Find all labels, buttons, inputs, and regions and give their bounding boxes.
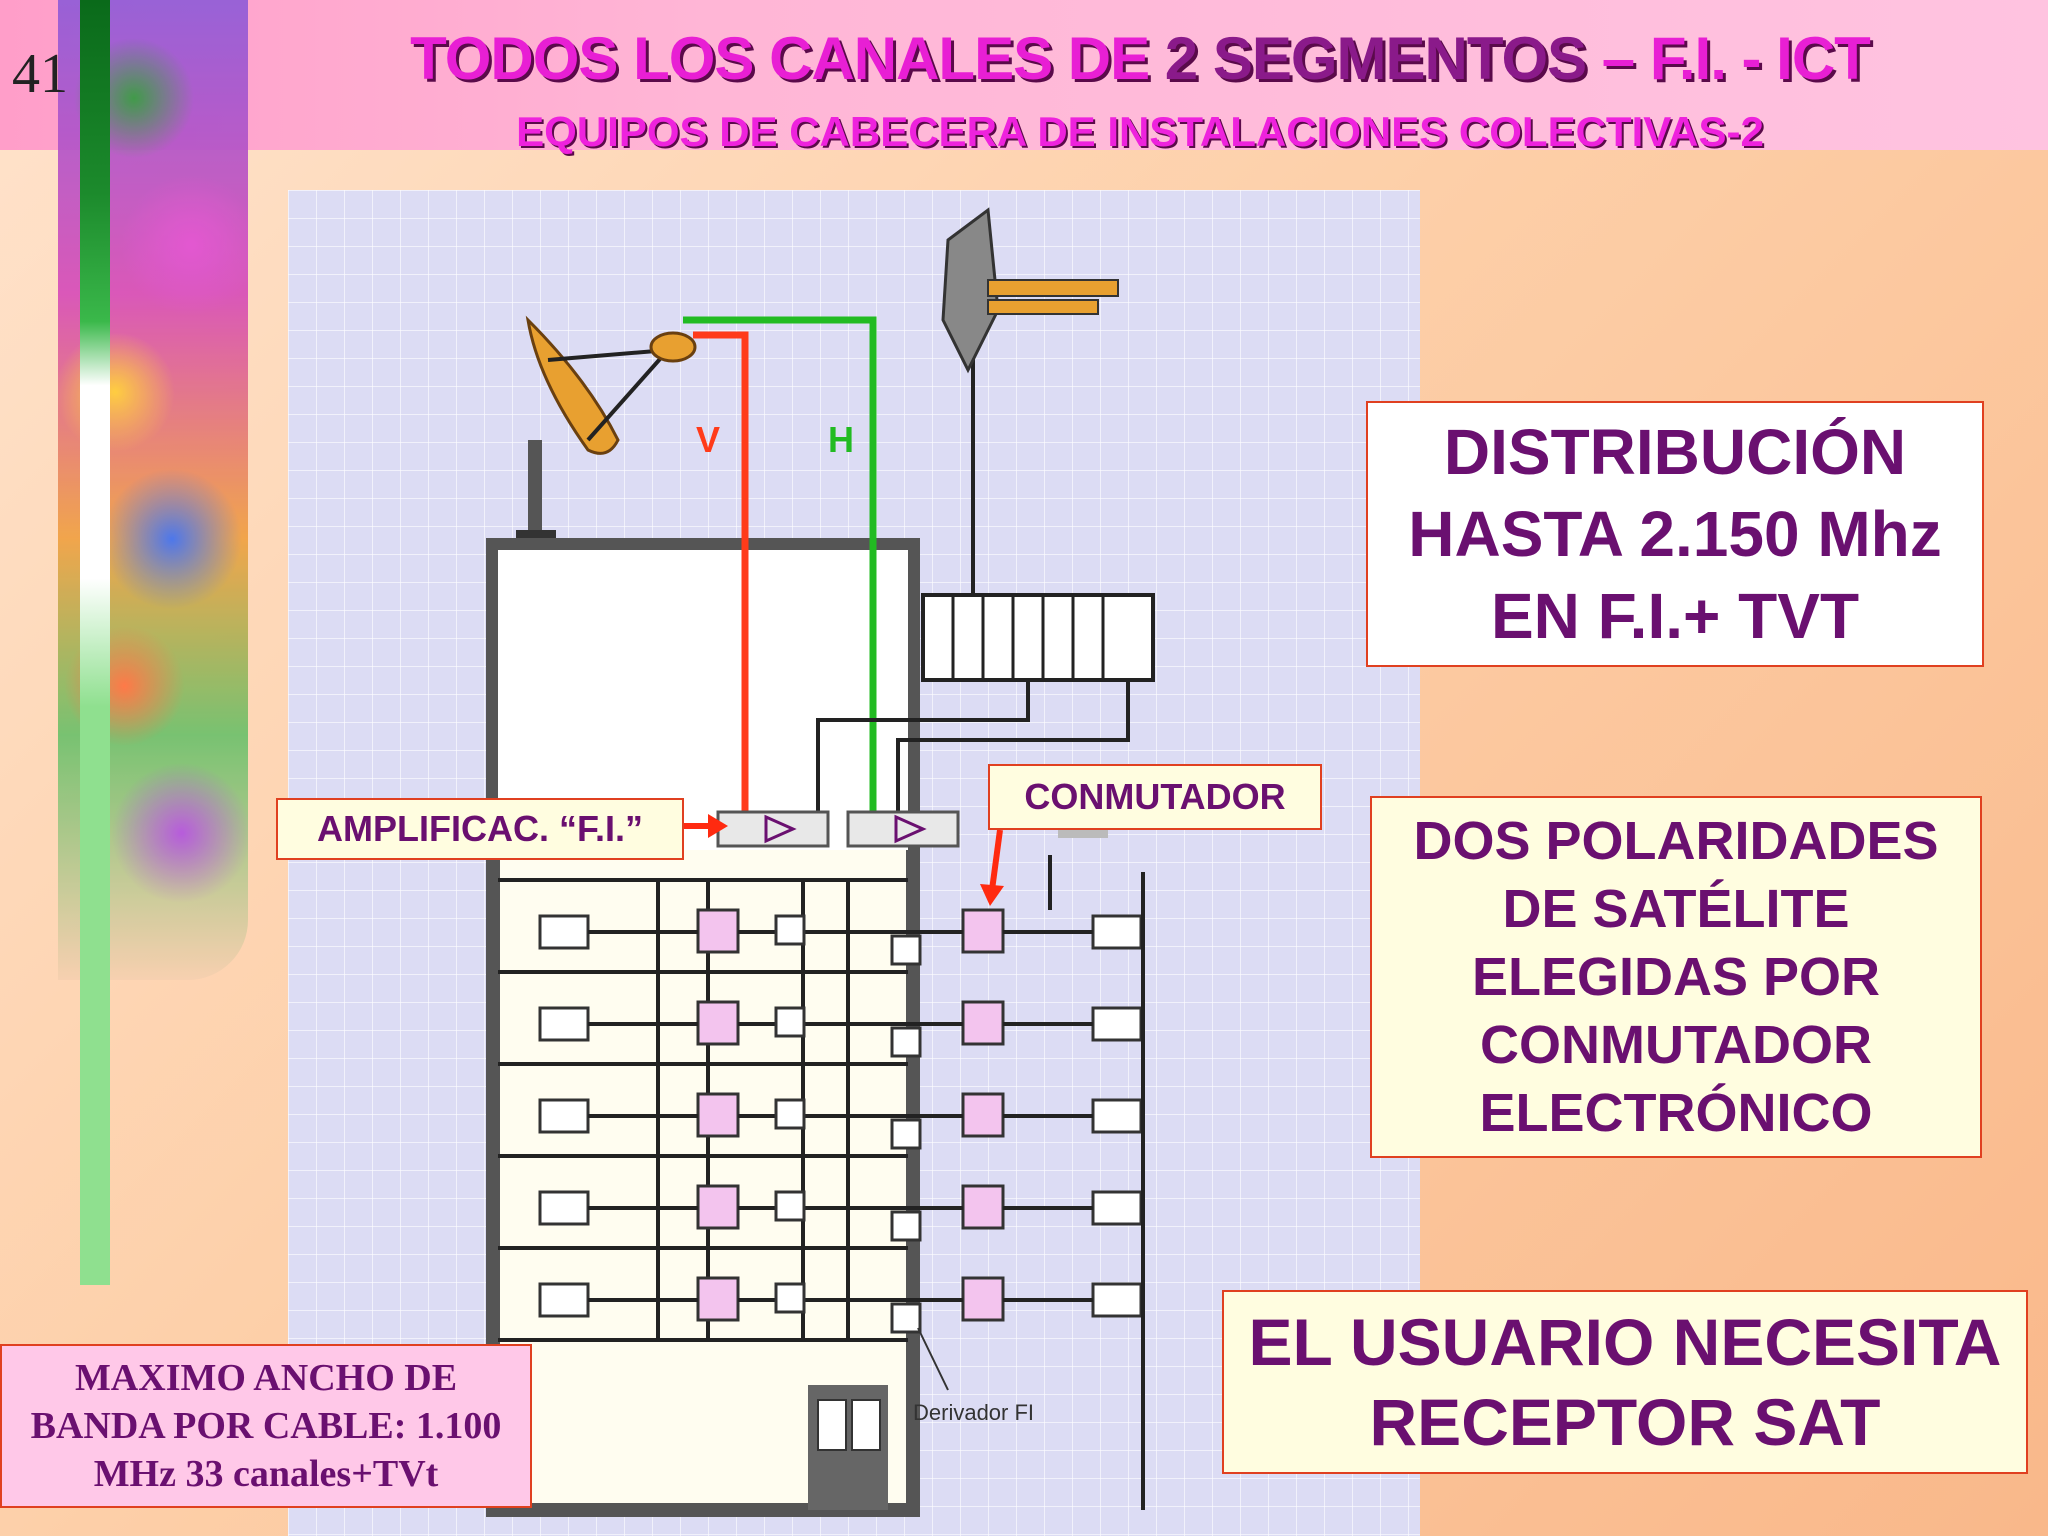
distribution-line-3: EN F.I.+ TVT	[1490, 580, 1860, 652]
slide-subtitle: EQUIPOS DE CABECERA DE INSTALACIONES COL…	[516, 108, 1764, 155]
bandwidth-box: MAXIMO ANCHO DE BANDA POR CABLE: 1.100 M…	[0, 1344, 532, 1508]
distribution-line-2: HASTA 2.150 Mhz	[1408, 498, 1942, 570]
polarities-line-4: CONMUTADOR	[1480, 1015, 1872, 1075]
title-part-2: 2 SEGMENTOS	[1164, 25, 1587, 92]
polarities-line-1: DOS POLARIDADES	[1413, 811, 1939, 871]
bandwidth-line-1: MAXIMO ANCHO DE	[74, 1357, 458, 1399]
polarity-h-label: H	[828, 419, 854, 460]
fi-amplifier-icon	[716, 810, 1108, 848]
horizontal-polarity-line	[683, 316, 877, 820]
polarities-line-3: ELEGIDAS POR	[1471, 947, 1881, 1007]
distribution-box: DISTRIBUCIÓN HASTA 2.150 Mhz EN F.I.+ TV…	[1366, 401, 1984, 667]
bandwidth-line-3: MHz 33 canales+TVt	[93, 1453, 439, 1495]
decorative-green-bar	[80, 0, 110, 1285]
user-outlets	[538, 855, 1145, 1510]
title-part-3: – F.I. - ICT	[1586, 25, 1871, 92]
user-line-2: RECEPTOR SAT	[1369, 1385, 1881, 1459]
user-requirement-box: EL USUARIO NECESITA RECEPTOR SAT	[1222, 1290, 2028, 1474]
headend-modules	[921, 593, 1155, 682]
slide-title: TODOS LOS CANALES DE 2 SEGMENTOS – F.I. …	[240, 24, 2040, 93]
distribution-line-1: DISTRIBUCIÓN	[1443, 416, 1907, 488]
polarity-v-label: V	[696, 419, 720, 460]
header-band	[0, 0, 2048, 150]
terrestrial-antenna-icon	[941, 207, 1119, 550]
polarities-box: DOS POLARIDADES DE SATÉLITE ELEGIDAS POR…	[1370, 796, 1982, 1158]
satellite-dish-icon	[516, 315, 697, 542]
installation-diagram: Derivador FI V H	[486, 207, 1155, 1517]
amplifier-callout: AMPLIFICAC. “F.I.”	[276, 798, 684, 860]
slide-number: 41	[12, 43, 68, 105]
switch-callout: CONMUTADOR	[988, 764, 1322, 830]
splitter-label: Derivador FI	[913, 1400, 1034, 1425]
user-line-1: EL USUARIO NECESITA	[1248, 1305, 2002, 1379]
building-door	[808, 1385, 888, 1510]
bandwidth-line-2: BANDA POR CABLE: 1.100	[30, 1405, 502, 1447]
polarities-line-2: DE SATÉLITE	[1502, 879, 1850, 939]
title-part-1: TODOS LOS CANALES DE	[410, 25, 1165, 92]
polarities-line-5: ELECTRÓNICO	[1479, 1083, 1873, 1143]
vertical-polarity-line	[693, 331, 749, 820]
